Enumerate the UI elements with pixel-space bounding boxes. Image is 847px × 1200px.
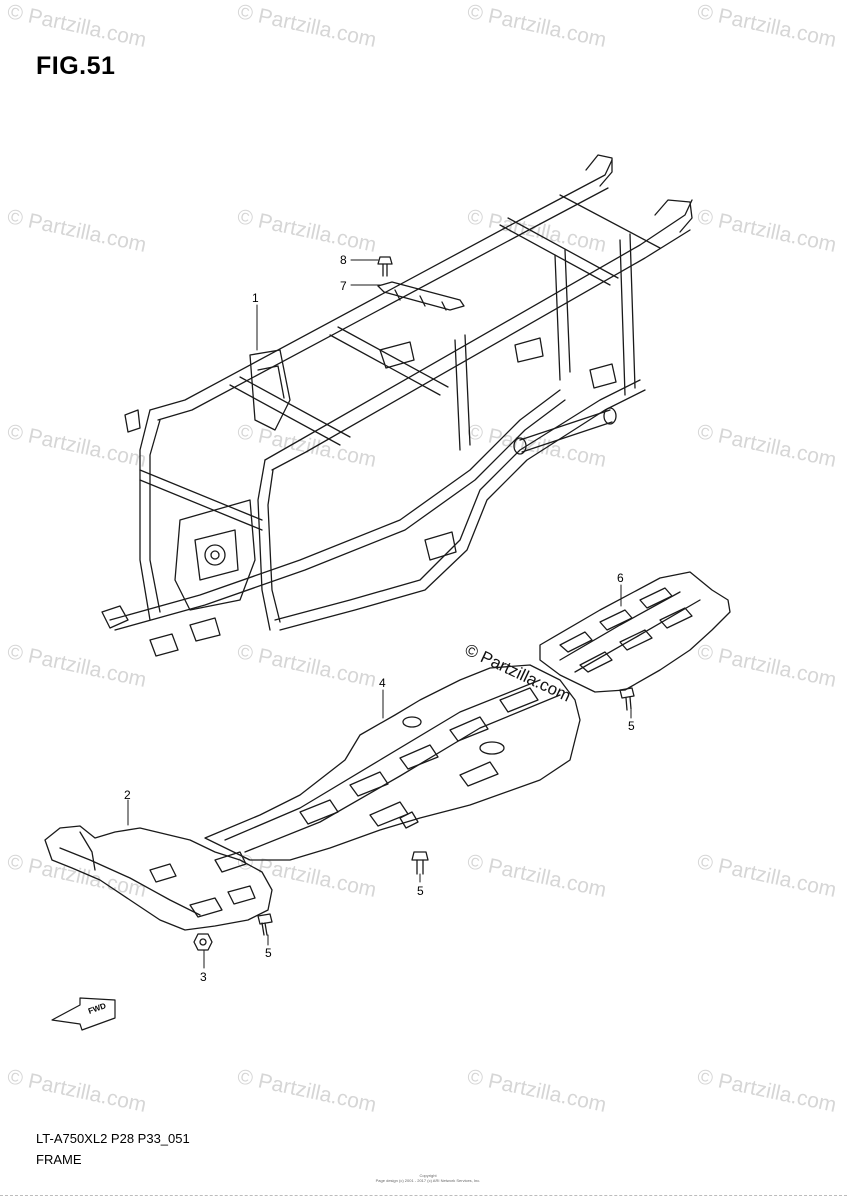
copyright-line: Page design (c) 2001 - 2017 (c) ARI Netw…	[375, 1178, 481, 1183]
frame-front-hoop	[257, 459, 281, 631]
callout-5: 5	[628, 719, 635, 733]
frame-cross-member	[229, 376, 351, 446]
frame-front-bracket	[174, 499, 256, 611]
copyright-notice: Copyright Page design (c) 2001 - 2017 (c…	[368, 1173, 488, 1183]
callout-8: 8	[340, 253, 347, 267]
callout-1: 1	[252, 291, 259, 305]
callout-5: 5	[417, 884, 424, 898]
frame-mount-tab	[124, 409, 141, 433]
frame-upper-rail-right	[264, 199, 693, 461]
frame-lower-rail-left-inner	[114, 399, 566, 631]
frame-strut	[619, 233, 636, 396]
frame-strut	[454, 334, 471, 451]
frame-upper-rail-right-inner	[271, 229, 691, 471]
frame-upper-rail-left-inner	[157, 187, 609, 421]
frame-front-bracket-detail	[194, 529, 239, 581]
callout-6: 6	[617, 571, 624, 585]
bolt-5-rear	[619, 687, 635, 711]
frame-front-hoop	[139, 409, 161, 621]
callout-2: 2	[124, 788, 131, 802]
frame-lower-rail-right-inner	[279, 389, 646, 631]
frame-mount-tab	[189, 617, 221, 642]
frame-gusset	[379, 341, 415, 369]
page-bottom-rule	[0, 1195, 847, 1196]
frame-lower-rail-left	[109, 389, 561, 621]
frame-lower-rail-right	[274, 379, 641, 621]
diagram-code: LT-A750XL2 P28 P33_051	[36, 1131, 190, 1146]
frame-gusset	[424, 531, 457, 561]
frame-front-crossbar	[139, 469, 263, 531]
frame-mount-tab	[149, 633, 179, 657]
bolt-5-front	[257, 913, 273, 936]
frame-seat-bracket	[249, 349, 291, 431]
frame-assembly	[101, 154, 693, 657]
bolt-5-center	[411, 851, 429, 875]
skid-plate-center-4	[204, 664, 581, 861]
frame-cross-member	[499, 217, 619, 286]
bracket-7	[377, 281, 465, 311]
frame-rear-cross-pipe	[519, 409, 613, 453]
frame-rear-loop-right	[654, 199, 693, 233]
callout-5: 5	[265, 946, 272, 960]
frame-rear-loop-left	[585, 154, 613, 187]
skid-plate-rear-6	[539, 571, 731, 693]
copyright-line: Copyright	[419, 1173, 437, 1178]
frame-cross-member	[329, 326, 449, 396]
callout-7: 7	[340, 279, 347, 293]
callout-3: 3	[200, 970, 207, 984]
skid-plate-front-2	[44, 825, 273, 931]
forward-arrow-icon	[51, 997, 116, 1031]
figure-label: FIG.51	[36, 52, 116, 80]
leader-lines	[127, 259, 632, 969]
nut-3	[193, 933, 213, 951]
frame-cross-member	[559, 194, 661, 249]
frame-gusset	[514, 337, 544, 363]
frame-strut	[554, 249, 571, 381]
callout-4: 4	[379, 676, 386, 690]
frame-gusset	[589, 363, 617, 389]
frame-upper-rail-left	[149, 159, 613, 411]
diagram-name: FRAME	[36, 1152, 82, 1167]
frame-mount-tab	[101, 605, 129, 629]
bolt-8	[377, 256, 393, 277]
